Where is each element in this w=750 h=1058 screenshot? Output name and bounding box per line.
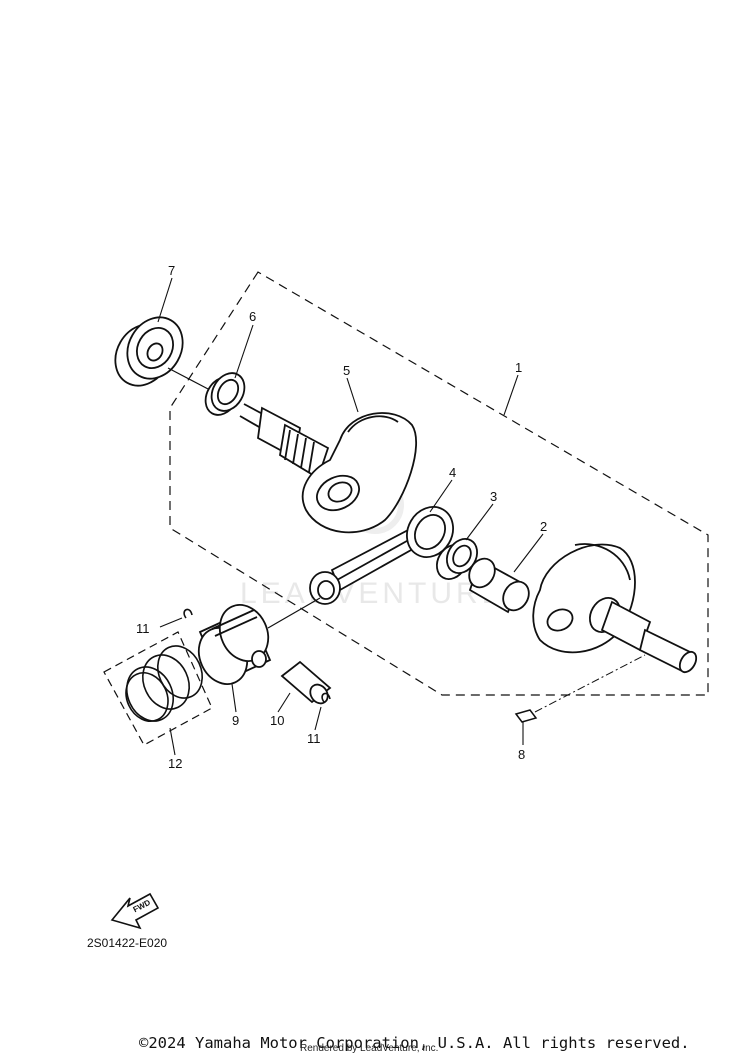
crankshaft-left-part-5 [239,403,417,534]
axis-line [167,367,211,391]
watermark: LEADVENTURE [240,476,506,610]
piston-part-9 [197,604,272,685]
crankshaft-assembly-boundary [169,271,709,696]
diagram-code: 2S01422-E020 [87,936,167,950]
bearing-part-7 [114,316,184,387]
callout-6: 6 [249,309,256,324]
clip-part-11-upper [183,608,193,619]
callout-3: 3 [490,489,497,504]
copyright-notice: ©2024 Yamaha Motor Corporation, U.S.A. A… [139,1034,690,1052]
needle-bearing-part-3 [436,538,478,580]
connecting-rod-part-4 [309,506,454,605]
crankshaft-right [532,543,698,674]
callout-10: 10 [270,713,284,728]
piston-ring-set-boundary [103,631,213,746]
callout-8: 8 [518,747,525,762]
leader-lines [157,277,544,756]
oil-seal-part-6 [204,372,246,416]
callout-4: 4 [449,465,456,480]
callout-5: 5 [343,363,350,378]
crank-pin-part-2 [468,557,530,614]
piston-rings-part-12 [125,645,203,722]
clip-part-11-lower [321,692,331,703]
callout-12: 12 [168,756,182,771]
key-axis-line [534,654,646,713]
callout-9: 9 [232,713,239,728]
rendered-by-notice: Rendered by LeadVenture, Inc. [300,1043,439,1054]
fwd-arrow-icon: FWD [110,892,160,930]
callout-2: 2 [540,519,547,534]
piston-axis-line [267,597,321,629]
callout-11-lower: 11 [307,731,321,746]
callout-7: 7 [168,263,175,278]
callout-11-upper: 11 [136,621,150,636]
callout-1: 1 [515,360,522,375]
watermark-text: LEADVENTURE [240,577,506,610]
key-part-8 [514,709,538,723]
piston-pin-part-10 [280,660,332,705]
